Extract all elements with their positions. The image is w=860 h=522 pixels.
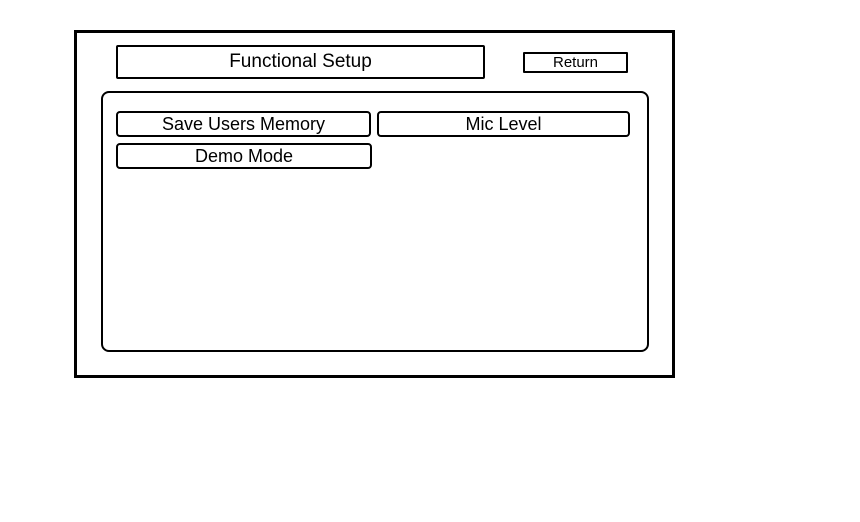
return-button-label: Return: [552, 54, 599, 71]
save-users-memory-button[interactable]: Save Users Memory: [116, 111, 371, 137]
save-users-memory-label: Save Users Memory: [161, 113, 326, 134]
page-title-label: Functional Setup: [229, 51, 372, 72]
mic-level-button[interactable]: Mic Level: [377, 111, 630, 137]
demo-mode-button[interactable]: Demo Mode: [116, 143, 372, 169]
options-panel: Save Users Memory Mic Level Demo Mode: [101, 91, 649, 352]
demo-mode-label: Demo Mode: [194, 145, 294, 166]
functional-setup-window: Functional Setup Return Save Users Memor…: [74, 30, 675, 378]
page-title: Functional Setup: [116, 45, 485, 79]
return-button[interactable]: Return: [523, 52, 628, 73]
mic-level-label: Mic Level: [465, 113, 542, 134]
